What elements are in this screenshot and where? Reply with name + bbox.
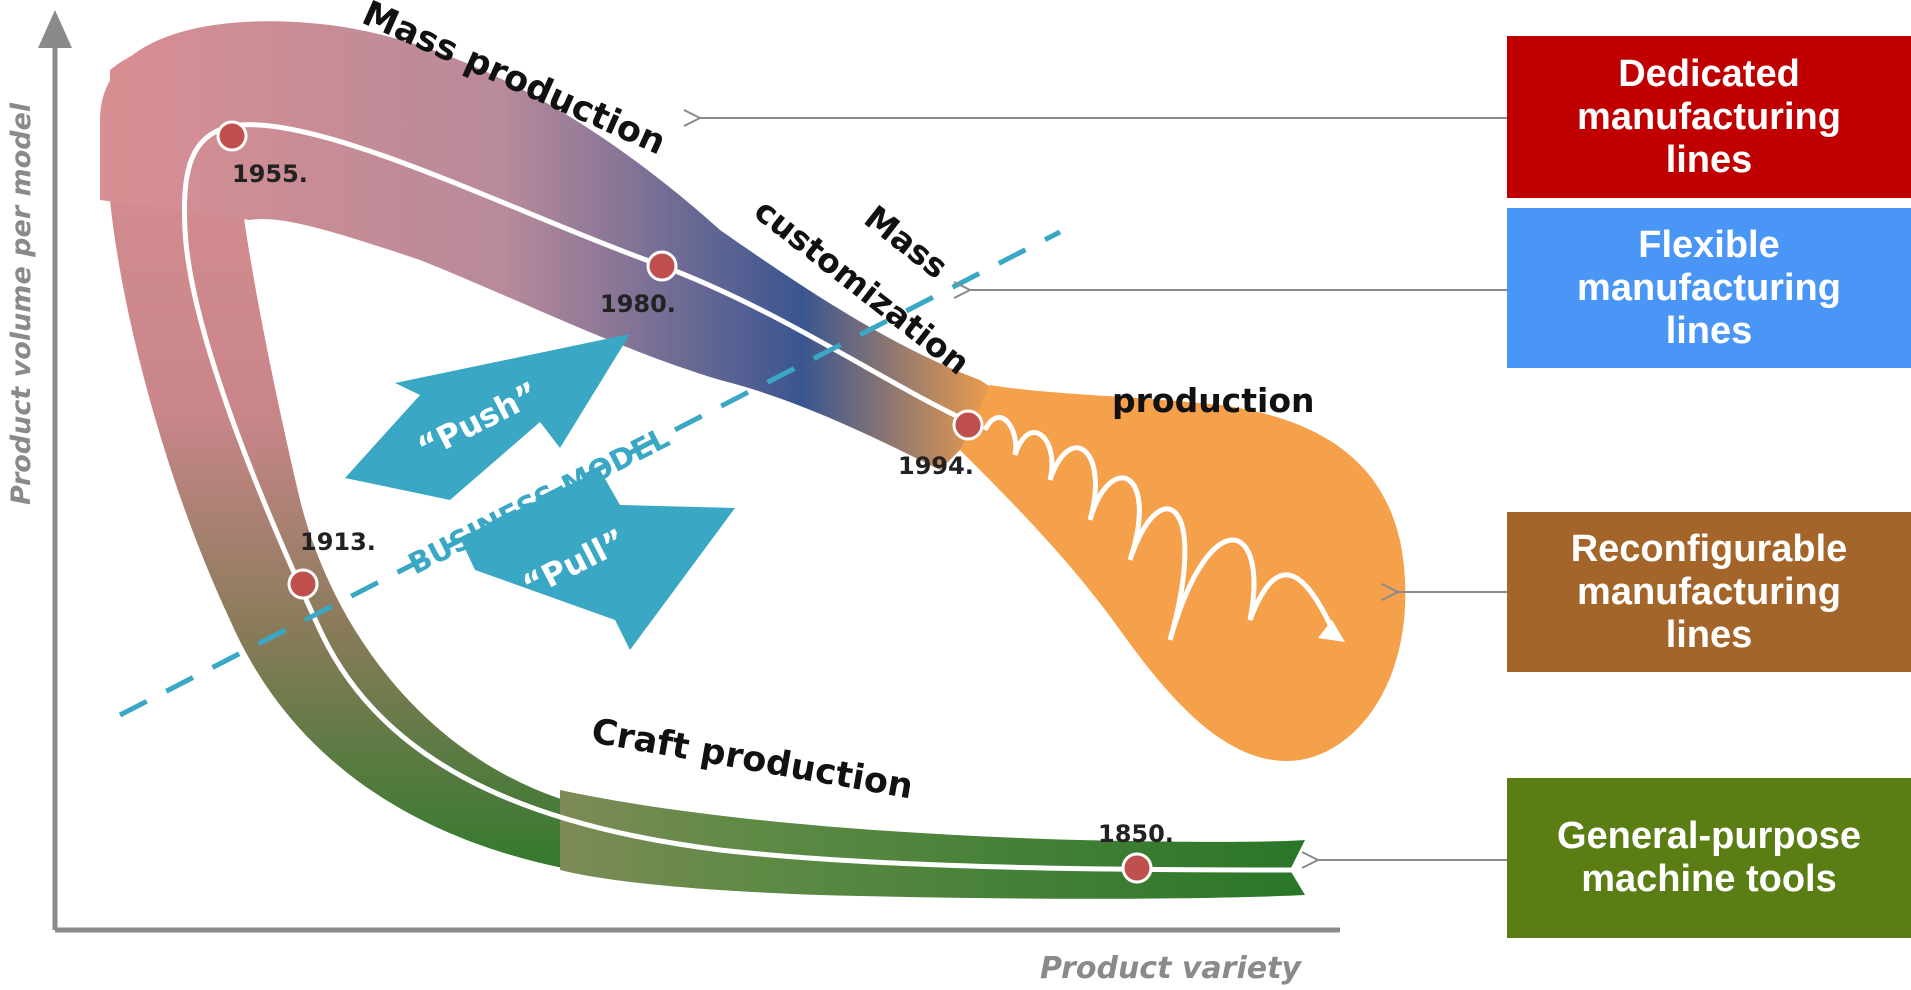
year-markers: 1955. 1980. 1994. 1913. 1850. (216, 120, 1174, 884)
dedicated-line2: manufacturing (1577, 95, 1841, 138)
top-band (100, 21, 1010, 471)
personalization-zigzag (982, 415, 1338, 641)
year-1994: 1994. (898, 452, 974, 480)
general-line2: machine tools (1581, 858, 1837, 900)
y-axis-arrowhead (38, 10, 72, 48)
pull-arrow (460, 470, 735, 650)
year-1850: 1850. (1098, 820, 1174, 848)
dedicated-lines-box: Dedicated manufacturing lines (1507, 36, 1911, 198)
reconfigurable-line3: lines (1665, 613, 1753, 656)
personalized-production-label: production (1112, 381, 1315, 420)
dedicated-line3: lines (1665, 138, 1753, 181)
pointer-arrows (700, 118, 1507, 860)
marker-1994 (952, 409, 984, 441)
flexible-line3: lines (1665, 309, 1753, 352)
flexible-lines-box: Flexible manufacturing lines (1507, 208, 1911, 368)
dedicated-line1: Dedicated (1618, 52, 1800, 95)
left-band (110, 33, 640, 880)
general-purpose-box: General-purpose machine tools (1507, 778, 1911, 938)
axes: Product volume per model Product variety (6, 10, 1340, 986)
year-1980: 1980. (600, 290, 676, 318)
push-arrow (345, 334, 630, 500)
marker-1913 (287, 568, 319, 600)
x-axis-label: Product variety (1040, 951, 1302, 986)
marker-1980 (646, 250, 678, 282)
reconfigurable-line1: Reconfigurable (1570, 527, 1848, 570)
y-axis-label: Product volume per model (6, 102, 37, 505)
marker-1850 (1121, 852, 1153, 884)
year-1955: 1955. (232, 160, 308, 188)
marker-1955 (216, 120, 248, 152)
reconfigurable-line2: manufacturing (1577, 570, 1841, 613)
flexible-line1: Flexible (1638, 223, 1780, 266)
craft-production-label: Craft production (588, 711, 915, 807)
general-line1: General-purpose (1556, 815, 1862, 857)
business-model-divider (118, 229, 1062, 718)
reconfigurable-lines-box: Reconfigurable manufacturing lines (1507, 512, 1911, 672)
flexible-line2: manufacturing (1577, 266, 1841, 309)
zigzag-arrowhead (1318, 620, 1345, 642)
year-1913: 1913. (300, 528, 376, 556)
